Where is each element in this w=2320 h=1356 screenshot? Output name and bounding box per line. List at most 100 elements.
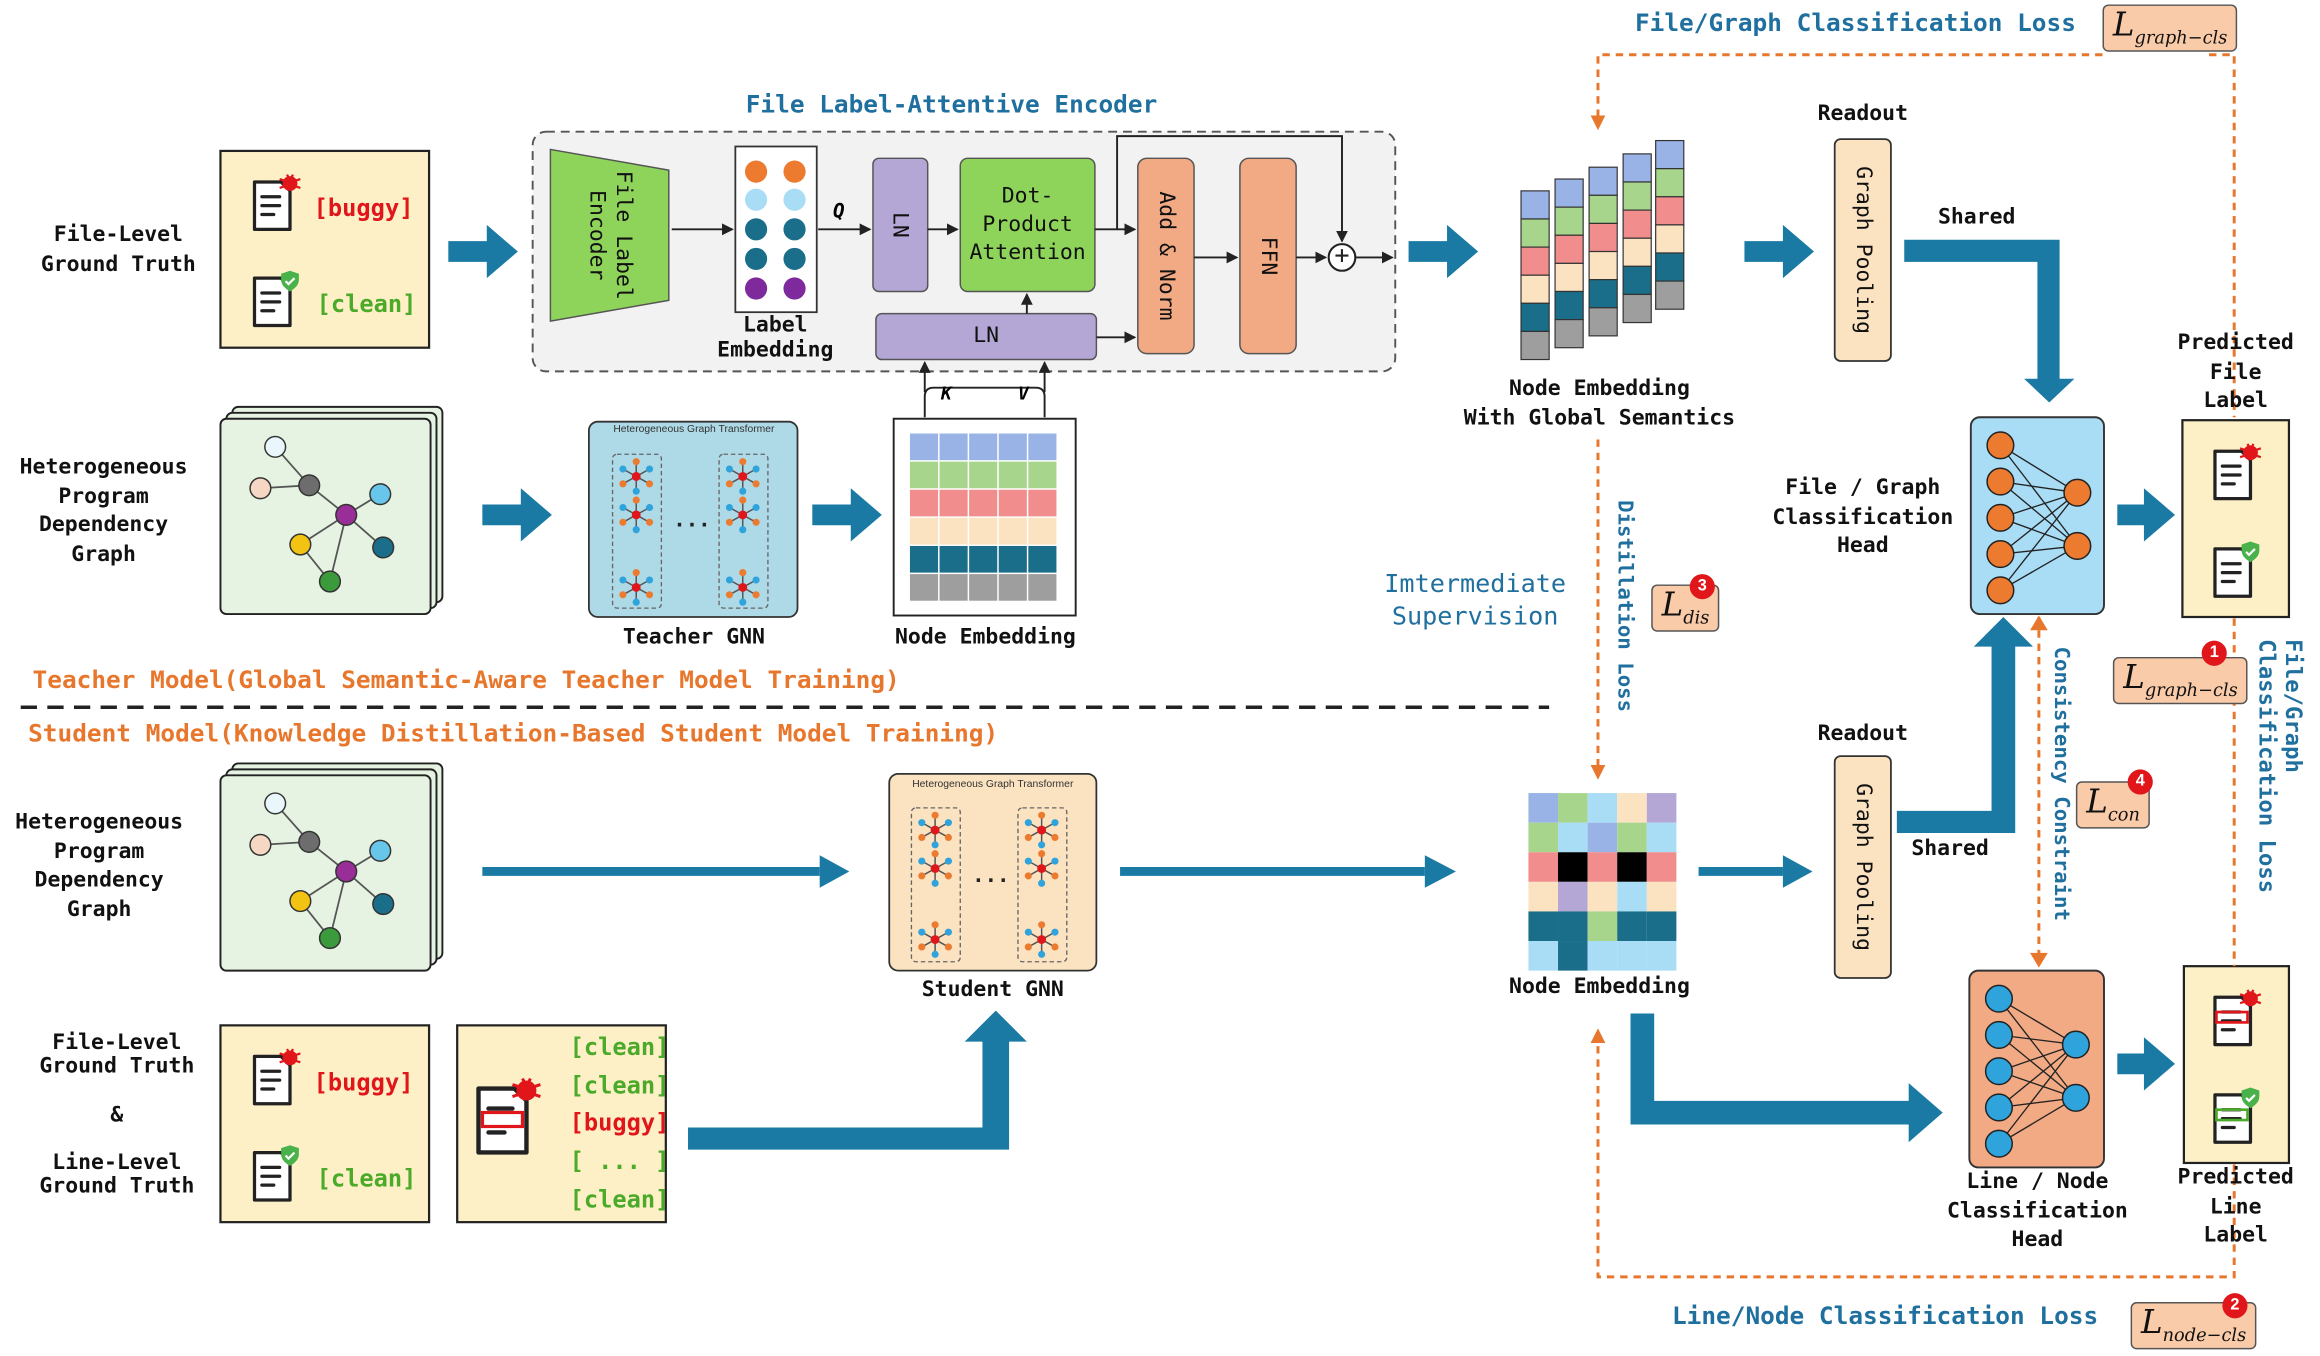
embedding-cell: [939, 489, 968, 517]
embedding-cell: [1587, 881, 1618, 912]
embedding-cell: [1622, 181, 1652, 211]
embedding-cell: [909, 517, 939, 545]
shared-top-label: Shared: [1937, 205, 2016, 230]
predicted-file-label: Predicted File Label: [2177, 331, 2294, 413]
file-graph-loss-title: File/Graph Classification Loss: [1634, 8, 2076, 37]
embedding-cell: [1622, 237, 1652, 267]
embedding-cell: [1528, 911, 1559, 942]
student-flow-heads: [688, 616, 2033, 1150]
embedding-cell: [1588, 166, 1618, 196]
embedding-cell: [1646, 911, 1677, 942]
embedding-cell: [939, 545, 968, 573]
embedding-cell: [1587, 941, 1618, 971]
buggy-tag-top: [buggy]: [313, 193, 414, 222]
embedding-cell: [909, 461, 939, 489]
predicted-file-label-box: [2181, 419, 2291, 619]
line-head-label: Line / Node Classification Head: [1946, 1170, 2128, 1252]
student-hgt-dots: ...: [972, 864, 1010, 888]
encoder-title: File Label-Attentive Encoder: [745, 90, 1158, 119]
embedding-cell: [1528, 941, 1559, 971]
line-tag-5: [clean]: [569, 1185, 670, 1214]
node-embedding-teacher-label: Node Embedding: [894, 625, 1076, 650]
embedding-cell: [1622, 293, 1652, 324]
q-label: Q: [833, 201, 845, 224]
loss-graph-top: Lgraph−cls: [2102, 4, 2238, 52]
shared-path-top: [1904, 239, 2075, 403]
embedding-cell: [1520, 190, 1550, 220]
hpdg-bottom-label: Heterogeneous Program Dependency Graph: [15, 810, 184, 922]
neuron: [1986, 503, 2015, 532]
neuron: [1984, 1129, 2013, 1158]
v-label: V: [1017, 383, 1029, 404]
embedding-cell: [969, 517, 998, 545]
graph-pooling-top-text: Graph Pooling: [1850, 166, 1875, 335]
embedding-cell: [1028, 517, 1057, 545]
embedding-cell: [1554, 262, 1584, 293]
embedding-cell: [909, 433, 939, 461]
clean-tag-top: [clean]: [316, 290, 417, 319]
embedding-cell: [1558, 911, 1588, 942]
neuron: [1986, 431, 2015, 460]
embedding-cell: [1558, 793, 1588, 823]
embedding-cell: [909, 545, 939, 573]
embedding-cell: [969, 545, 998, 573]
neuron: [2061, 1030, 2090, 1059]
neuron: [1984, 1057, 2013, 1086]
embedding-cell: [1655, 224, 1685, 254]
embedding-cell: [1617, 941, 1647, 971]
file-gt-top-box: [219, 149, 431, 349]
file-gt-top-label: File-Level Ground Truth: [40, 223, 196, 276]
line-classification-head: [1968, 969, 2105, 1169]
embedding-cell: [969, 461, 998, 489]
neuron: [1986, 540, 2015, 569]
teacher-hgt-dots: ...: [673, 508, 711, 533]
embedding-cell: [1646, 881, 1677, 912]
neuron: [1986, 467, 2015, 496]
consistency-constraint-label: Consistency Constraint: [2049, 646, 2073, 921]
embedding-cell: [969, 489, 998, 517]
graph-pooling-bottom: [1833, 755, 1892, 979]
embedding-cell: [909, 489, 939, 517]
embedding-cell: [969, 433, 998, 461]
plus-sign: +: [1334, 241, 1350, 271]
label-embedding-block: [734, 145, 818, 314]
student-gnn-label: Student GNN: [921, 978, 1064, 1002]
ffn-text: FFN: [1256, 236, 1280, 276]
node-embedding-teacher-grid: [892, 417, 1077, 617]
line-tag-1: [clean]: [569, 1032, 670, 1061]
ln2-text: LN: [973, 324, 1000, 348]
badge-1: 1: [2201, 640, 2227, 666]
line-node-loss-title: Line/Node Classification Loss: [1671, 1302, 2099, 1331]
neuron: [2063, 531, 2092, 561]
file-classification-head: [1969, 416, 2105, 615]
embedding-cell: [1622, 153, 1652, 183]
student-section-title: Student Model(Knowledge Distillation-Bas…: [28, 719, 999, 748]
readout-bottom-label: Readout: [1817, 722, 1909, 746]
dot-product-attention-block: [959, 157, 1096, 293]
embedding-cell: [1554, 290, 1584, 321]
embedding-cell: [1028, 461, 1057, 489]
embedding-cell: [1528, 881, 1559, 912]
embedding-cell: [1655, 168, 1685, 198]
embedding-cell: [969, 574, 998, 601]
embedding-cell: [1655, 280, 1685, 310]
hpdg-teacher-graph: [219, 405, 444, 615]
teacher-section-title: Teacher Model(Global Semantic-Aware Teac…: [32, 665, 900, 694]
neuron: [1984, 1093, 2013, 1122]
file-head-label: File / Graph Classification Head: [1772, 476, 1954, 558]
neuron: [2061, 1083, 2090, 1112]
dot-attn-text: Dot- Product Attention: [969, 184, 1086, 265]
embedding-cell: [1646, 822, 1677, 853]
graph-pooling-top: [1833, 138, 1892, 362]
flow-arrows: [448, 224, 2176, 1091]
embedding-cell: [998, 433, 1027, 461]
embedding-cell: [1617, 852, 1647, 882]
neuron: [1984, 1020, 2013, 1050]
buggy-tag-bottom: [buggy]: [313, 1068, 414, 1097]
embedding-cell: [1554, 234, 1584, 264]
embedding-cell: [1587, 911, 1618, 942]
add-norm-text: Add & Norm: [1154, 191, 1178, 321]
embedding-cell: [1655, 252, 1685, 282]
embedding-cell: [1028, 574, 1057, 601]
embedding-cell: [1528, 852, 1559, 882]
